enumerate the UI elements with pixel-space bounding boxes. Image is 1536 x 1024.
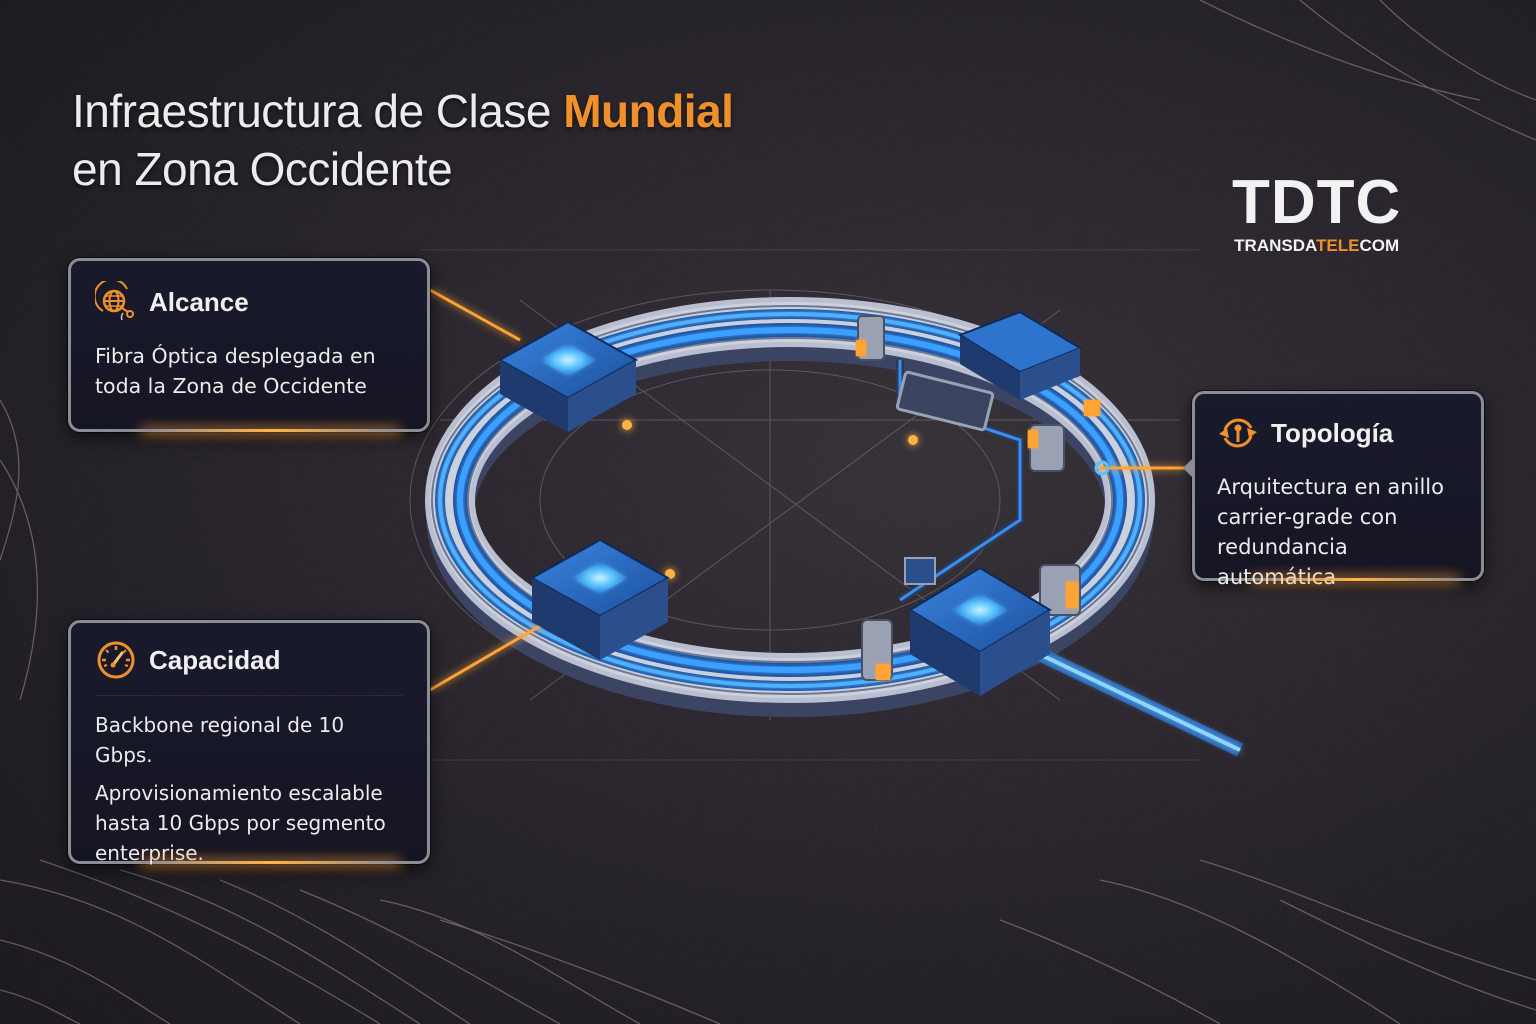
card-capacidad-title: Capacidad [149,644,281,675]
ring-node-southwest [529,538,671,660]
speedometer-icon [97,641,135,679]
wordmark-pre: TRANSDA [1234,236,1317,255]
card-capacidad-body: Backbone regional de 10 Gbps. Aprovision… [95,710,403,868]
card-alcance-body: Fibra Óptica desplegada en toda la Zona … [95,341,403,401]
card-alcance-title: Alcance [149,286,249,317]
card-topologia-header: Topología [1217,412,1459,454]
page-title: Infraestructura de Clase Mundial en Zona… [72,82,734,198]
ring-node-northwest [497,320,639,432]
card-topologia-line-3: redundancia automática [1217,535,1348,589]
ring-clamps [856,315,1100,681]
card-capacidad-text-2: Aprovisionamiento escalable hasta 10 Gbp… [95,781,386,865]
card-topologia-title: Topología [1271,417,1394,448]
card-alcance-text: Fibra Óptica desplegada en toda la Zona … [95,344,376,398]
globe-network-icon [95,281,134,321]
card-alcance: Alcance Fibra Óptica desplegada en toda … [68,258,430,432]
ring-node-northeast [957,310,1083,400]
brand-logo: TDTC TRANSDATELECOM [1232,172,1401,256]
ring-node-southeast [908,566,1052,696]
card-topologia-line-2: carrier-grade con [1217,505,1398,529]
logo-mark: TDTC [1232,168,1402,237]
card-topologia-body: Arquitectura en anillo carrier-grade con… [1217,472,1459,592]
title-line-2: en Zona Occidente [72,143,453,195]
callout-connectors [429,288,1185,692]
wordmark-post: COM [1359,236,1400,255]
signal-dots [622,420,918,579]
card-capacidad-header: Capacidad [95,639,403,696]
title-text: Infraestructura de Clase [72,85,564,137]
card-topologia-line-1: Arquitectura en anillo [1217,475,1444,499]
card-capacidad: Capacidad Backbone regional de 10 Gbps. … [68,620,430,865]
card-capacidad-text-1: Backbone regional de 10 Gbps. [95,713,345,767]
card-topologia: Topología Arquitectura en anillo carrier… [1183,391,1484,589]
title-accent: Mundial [563,85,734,137]
card-alcance-header: Alcance [95,281,403,323]
wordmark-accent: TELE [1316,236,1360,255]
grid-lines [409,249,1200,761]
ring-rotation-icon [1219,418,1257,448]
logo-wordmark: TRANSDATELECOM [1232,236,1401,256]
